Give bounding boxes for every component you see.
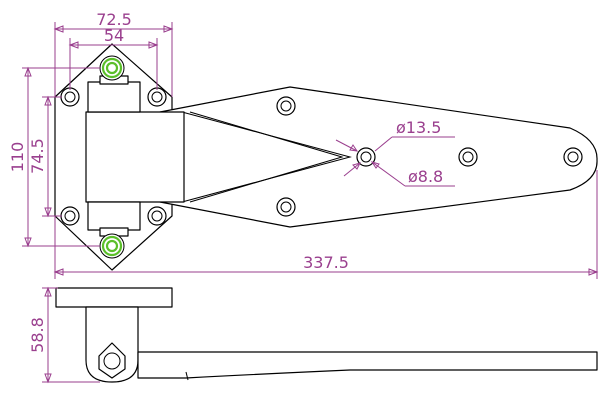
dimensions: 72.5 54 110 74.5 ø13.5 ø8.8 337.5 58.8 [8, 10, 599, 384]
dim-side-height: 58.8 [28, 317, 47, 353]
spring-top [99, 55, 125, 81]
v-cutout [181, 111, 352, 203]
spring-bottom [99, 233, 125, 259]
pin-block-bottom [87, 201, 141, 231]
v-cutout-inner [189, 111, 344, 203]
dim-hole-spacing-vertical: 74.5 [28, 138, 47, 174]
side-view [55, 287, 598, 383]
dim-hole-spacing-top: 54 [104, 26, 124, 45]
side-arm [137, 351, 598, 379]
hinge-barrel [85, 111, 185, 203]
dim-overall-height: 110 [8, 142, 27, 173]
top-view [54, 43, 598, 271]
dim-overall-width-top: 72.5 [96, 10, 132, 29]
dim-total-length: 337.5 [303, 253, 349, 272]
dim-hole-inner-diameter: ø8.8 [408, 167, 443, 186]
side-plate [55, 287, 173, 308]
dim-hole-outer-diameter: ø13.5 [396, 118, 441, 137]
arm-holes [276, 96, 583, 217]
pin-block-top [87, 81, 141, 113]
hinge-arm [159, 86, 598, 228]
mount-holes [60, 87, 167, 226]
